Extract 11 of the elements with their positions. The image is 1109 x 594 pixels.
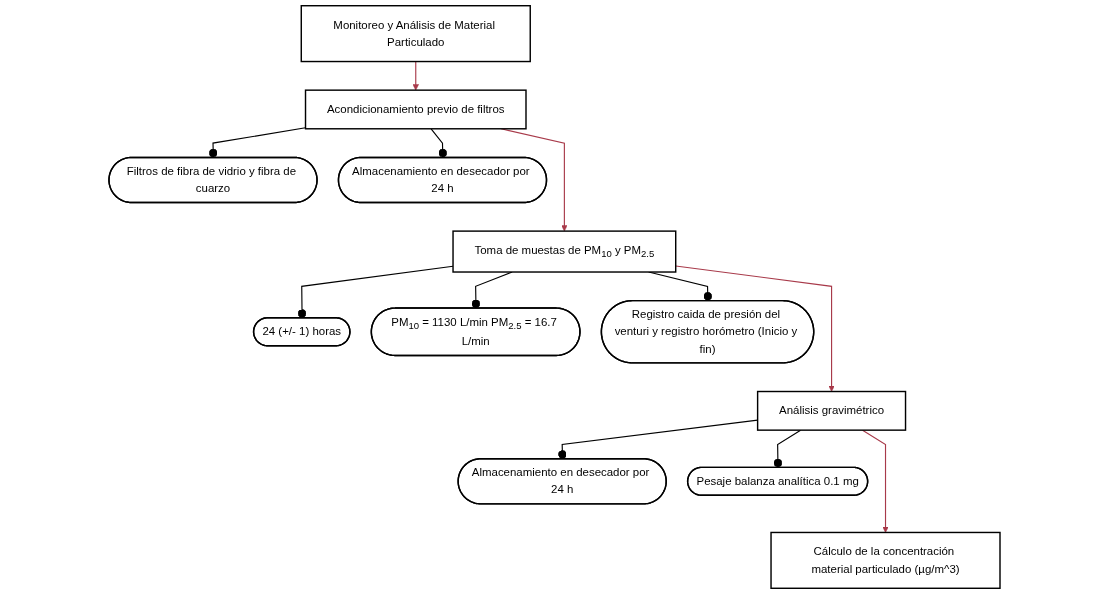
node-box: Análisis gravimétrico [756, 390, 907, 431]
arrow [862, 429, 889, 533]
connector [430, 128, 448, 159]
node-box: Monitoreo y Análisis de Material Particulado [300, 5, 531, 63]
arrow [675, 265, 835, 392]
node-box: Acondicionamiento previo de filtros [304, 89, 527, 130]
connector [297, 265, 454, 319]
connector [773, 429, 802, 469]
node-box: Cálculo de la concentración material particulado (µg/m^3) [770, 531, 1001, 589]
node-box: Toma de muestas de PM$_{10}$ y PM$_{2.5}$ [452, 230, 677, 273]
arrow [412, 60, 419, 91]
